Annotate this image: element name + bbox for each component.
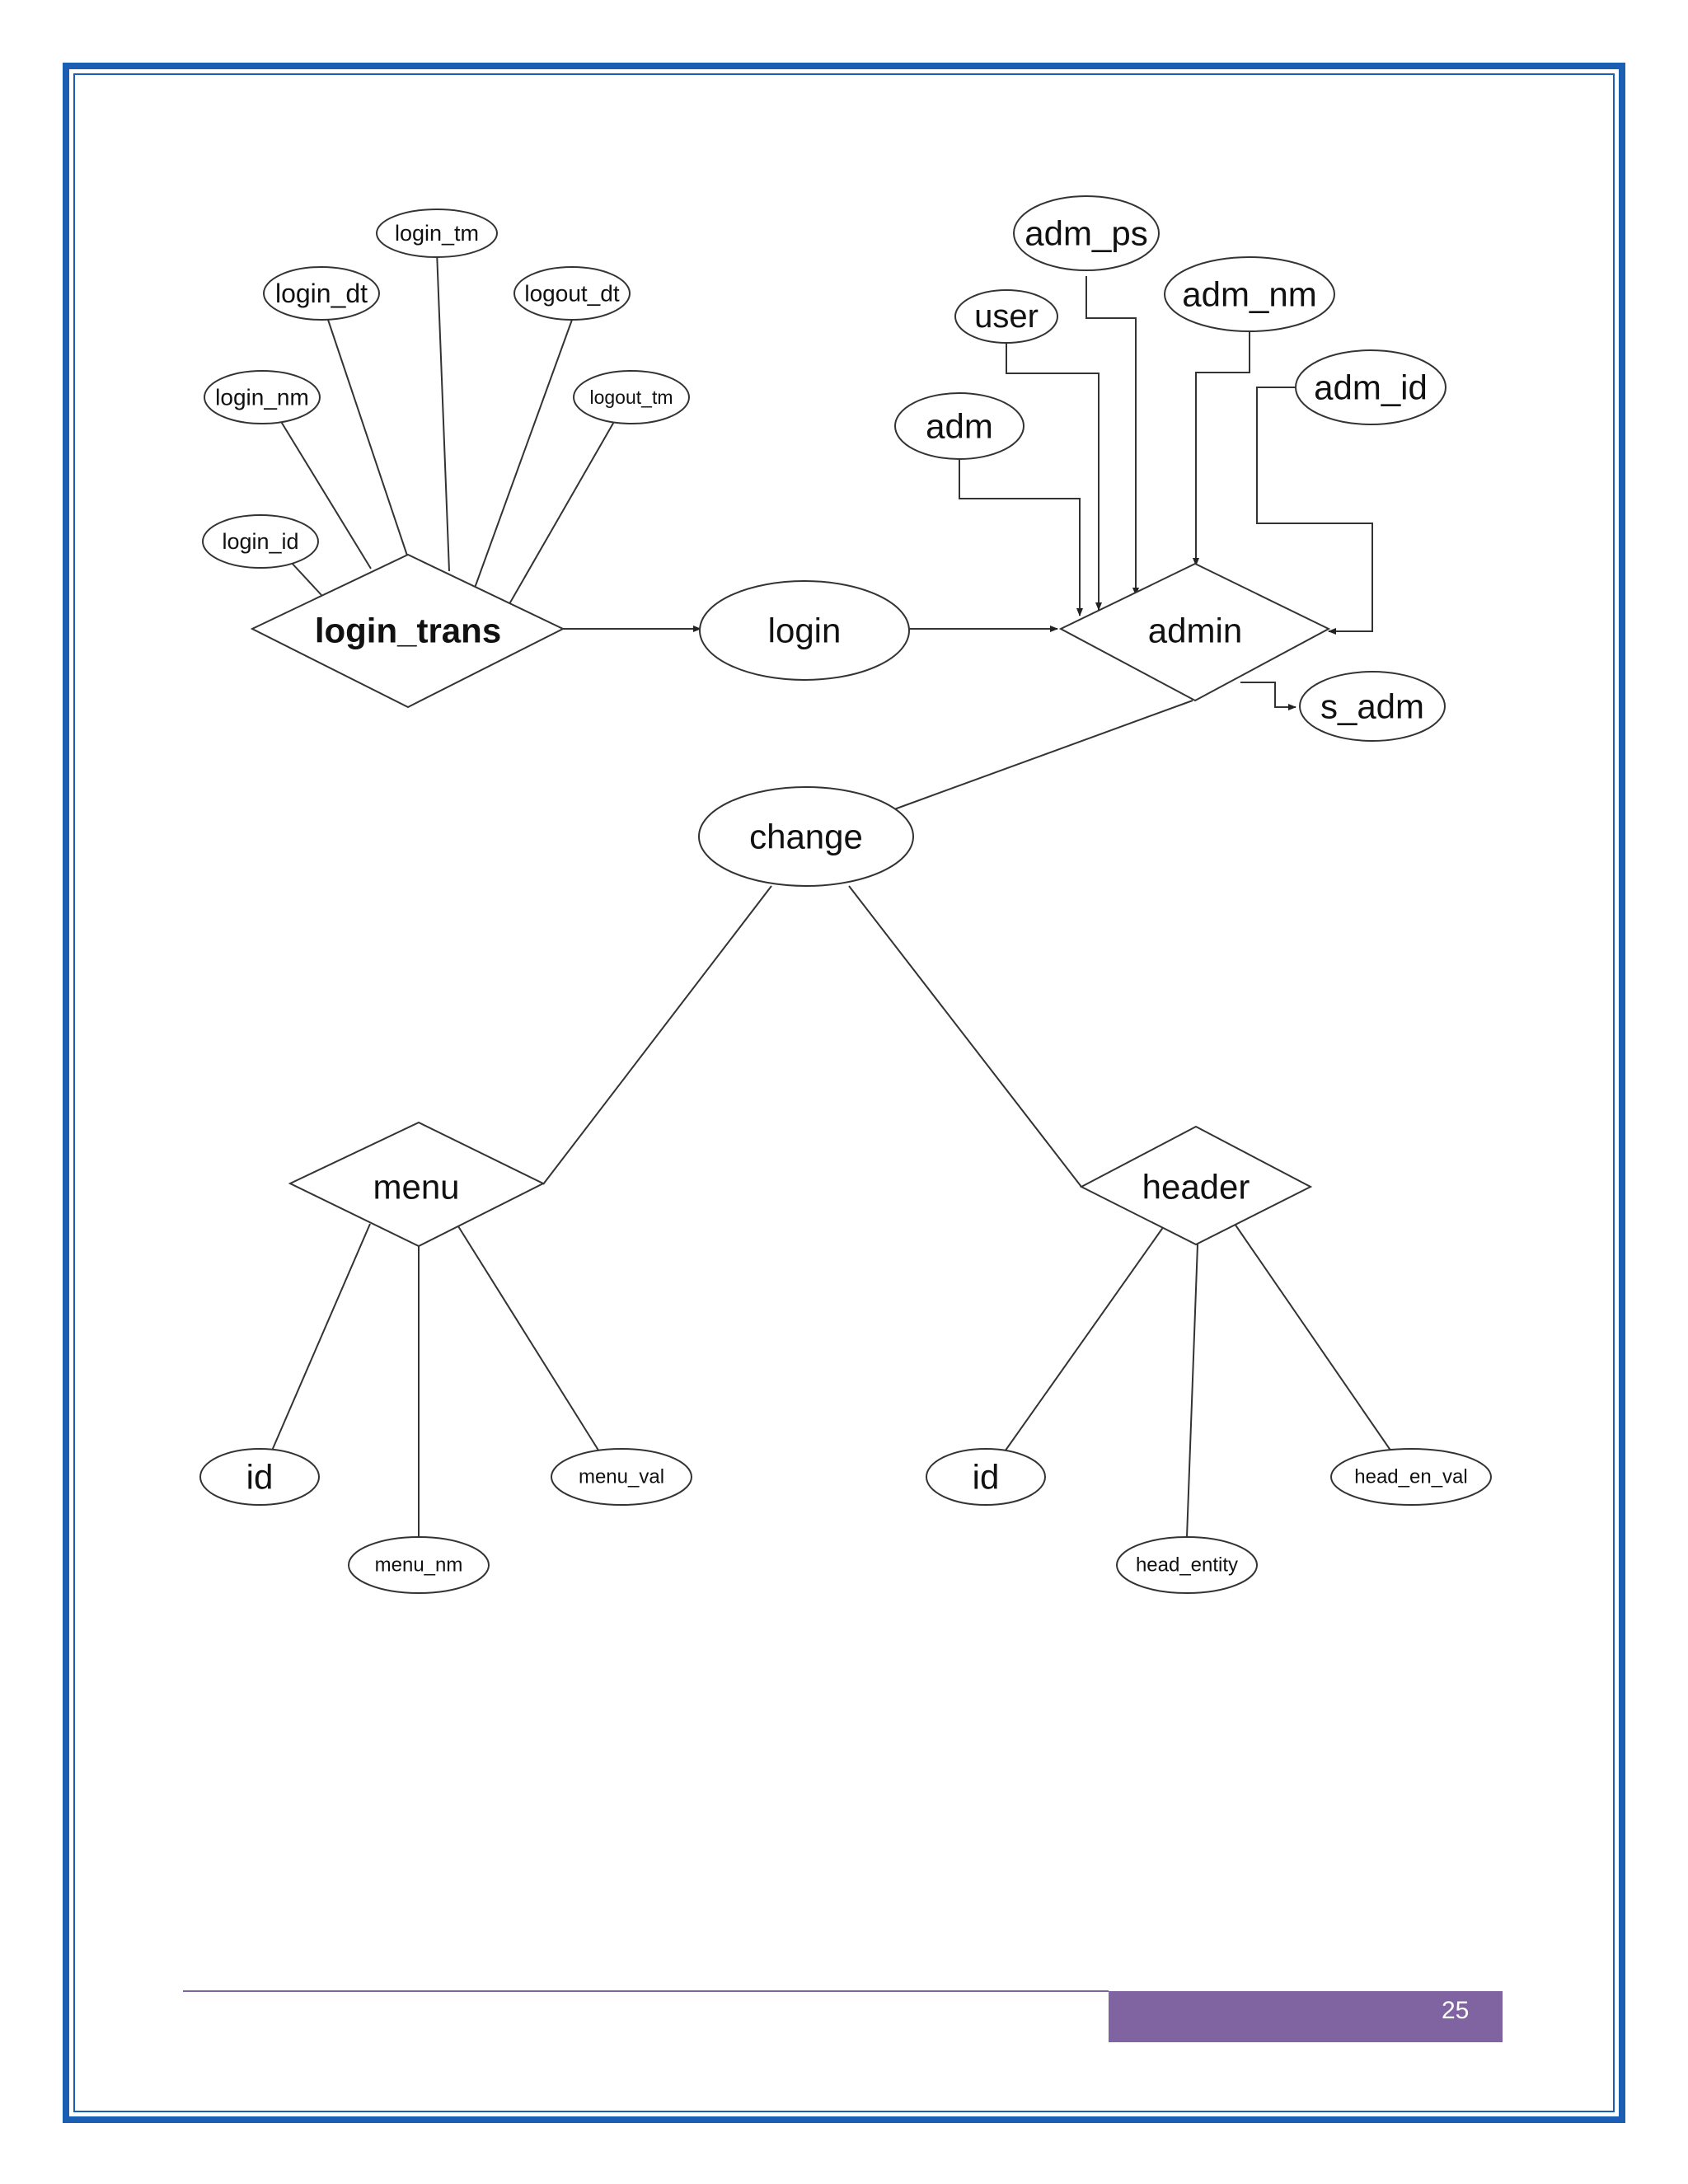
attr-head-entity-label: head_entity: [1136, 1554, 1238, 1577]
relationship-login-label: login: [768, 612, 842, 650]
attr-adm-nm-shape: [1164, 256, 1335, 332]
attr-adm-ps-shape: [1013, 195, 1160, 271]
relationship-change-shape: [698, 786, 914, 887]
attr-menu-val-label: menu_val: [579, 1466, 664, 1488]
attr-login-dt-label: login_dt: [275, 279, 368, 308]
connector-logout-tm: [506, 419, 616, 609]
attr-login-nm-shape: [204, 370, 321, 424]
connector-change-menu: [542, 885, 772, 1185]
connector-user: [1006, 340, 1102, 611]
entity-menu-shape: [288, 1121, 546, 1248]
relationship-login-shape: [699, 580, 910, 681]
attr-logout-tm-shape: [573, 370, 690, 424]
connector-logout-dt: [473, 319, 573, 591]
attr-logout-dt-label: logout_dt: [524, 281, 619, 307]
page-border: [63, 63, 1625, 2123]
attr-logout-dt-shape: [513, 266, 631, 321]
footer-page-bar: [1109, 1991, 1503, 2042]
page-number: 25: [1442, 1997, 1470, 2024]
connector-header-entity: [1186, 1244, 1198, 1538]
attr-menu-id-shape: [199, 1448, 320, 1506]
connector-adm-nm: [1193, 331, 1250, 566]
entity-login-trans-shape: [250, 553, 565, 709]
connector-menu-id: [271, 1223, 371, 1451]
attr-adm-id-label: adm_id: [1314, 368, 1428, 407]
connector-adm-ps: [1085, 276, 1139, 596]
attr-user-shape: [954, 289, 1058, 344]
connector-admin-change: [893, 700, 1193, 810]
connector-login-dt: [327, 319, 408, 556]
attr-head-entity-shape: [1116, 1536, 1258, 1594]
connector-login-nm: [279, 419, 372, 569]
attr-login-tm-shape: [376, 209, 498, 258]
attr-user-label: user: [974, 298, 1039, 335]
connector-adm: [959, 453, 1083, 616]
attr-header-id-label: id: [973, 1458, 1000, 1497]
attr-adm-id-shape: [1295, 349, 1447, 425]
attr-head-en-val-shape: [1330, 1448, 1492, 1506]
attr-menu-val-shape: [551, 1448, 692, 1506]
attr-logout-tm-label: logout_tm: [589, 387, 673, 408]
attr-adm-ps-label: adm_ps: [1025, 214, 1147, 253]
relationship-change-label: change: [749, 818, 863, 856]
attr-menu-nm-shape: [348, 1536, 490, 1594]
attr-login-tm-label: login_tm: [395, 221, 479, 246]
attr-adm-shape: [894, 392, 1025, 460]
attr-head-en-val-label: head_en_val: [1354, 1466, 1467, 1488]
attr-menu-nm-label: menu_nm: [375, 1554, 463, 1577]
attr-adm-nm-label: adm_nm: [1182, 275, 1316, 314]
attr-menu-id-label: id: [246, 1458, 274, 1497]
attr-login-nm-label: login_nm: [215, 385, 309, 410]
attr-login-id-label: login_id: [222, 529, 298, 554]
connector-change-header: [848, 885, 1082, 1188]
entity-login-trans-label: login_trans: [315, 612, 501, 650]
connector-s-adm: [1240, 682, 1296, 710]
attr-login-id-shape: [202, 514, 319, 569]
connector-header-id: [1002, 1226, 1165, 1455]
entity-header-shape: [1079, 1125, 1313, 1246]
attr-login-dt-shape: [263, 266, 380, 321]
connector-login-tm: [436, 251, 450, 572]
connector-adm-id: [1256, 387, 1373, 635]
connector-header-val: [1234, 1223, 1394, 1455]
entity-admin-label: admin: [1148, 612, 1242, 650]
attr-adm-label: adm: [926, 407, 993, 446]
attr-header-id-shape: [926, 1448, 1046, 1506]
connector-menu-val: [457, 1226, 603, 1456]
attr-s-adm-shape: [1299, 671, 1446, 742]
connector-login-id: [289, 560, 322, 596]
entity-admin-shape: [1058, 562, 1331, 702]
attr-s-adm-label: s_adm: [1320, 687, 1424, 726]
entity-header-label: header: [1142, 1168, 1250, 1207]
entity-menu-label: menu: [373, 1168, 459, 1207]
